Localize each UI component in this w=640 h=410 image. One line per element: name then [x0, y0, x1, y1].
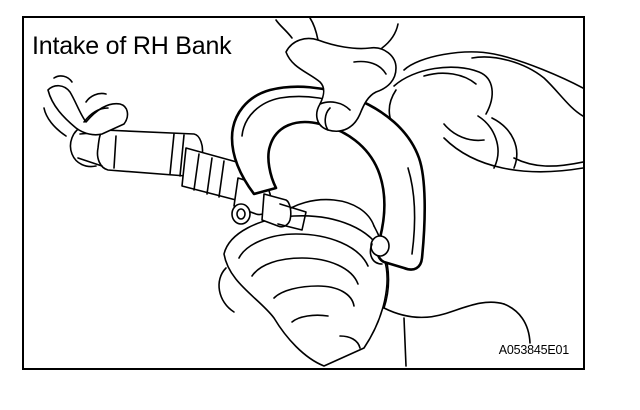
- figure-code: A053845E01: [498, 343, 569, 357]
- figure-title: Intake of RH Bank: [32, 32, 232, 60]
- figure-frame: Intake of RH Bank A053845E01: [22, 16, 585, 370]
- right-hand: [275, 18, 399, 132]
- micrometer-measurement-illustration: [43, 18, 583, 367]
- lower-camshaft: [218, 198, 531, 367]
- left-hand: [43, 75, 129, 137]
- upper-camshaft: [388, 51, 583, 173]
- micrometer-frame: [230, 85, 426, 271]
